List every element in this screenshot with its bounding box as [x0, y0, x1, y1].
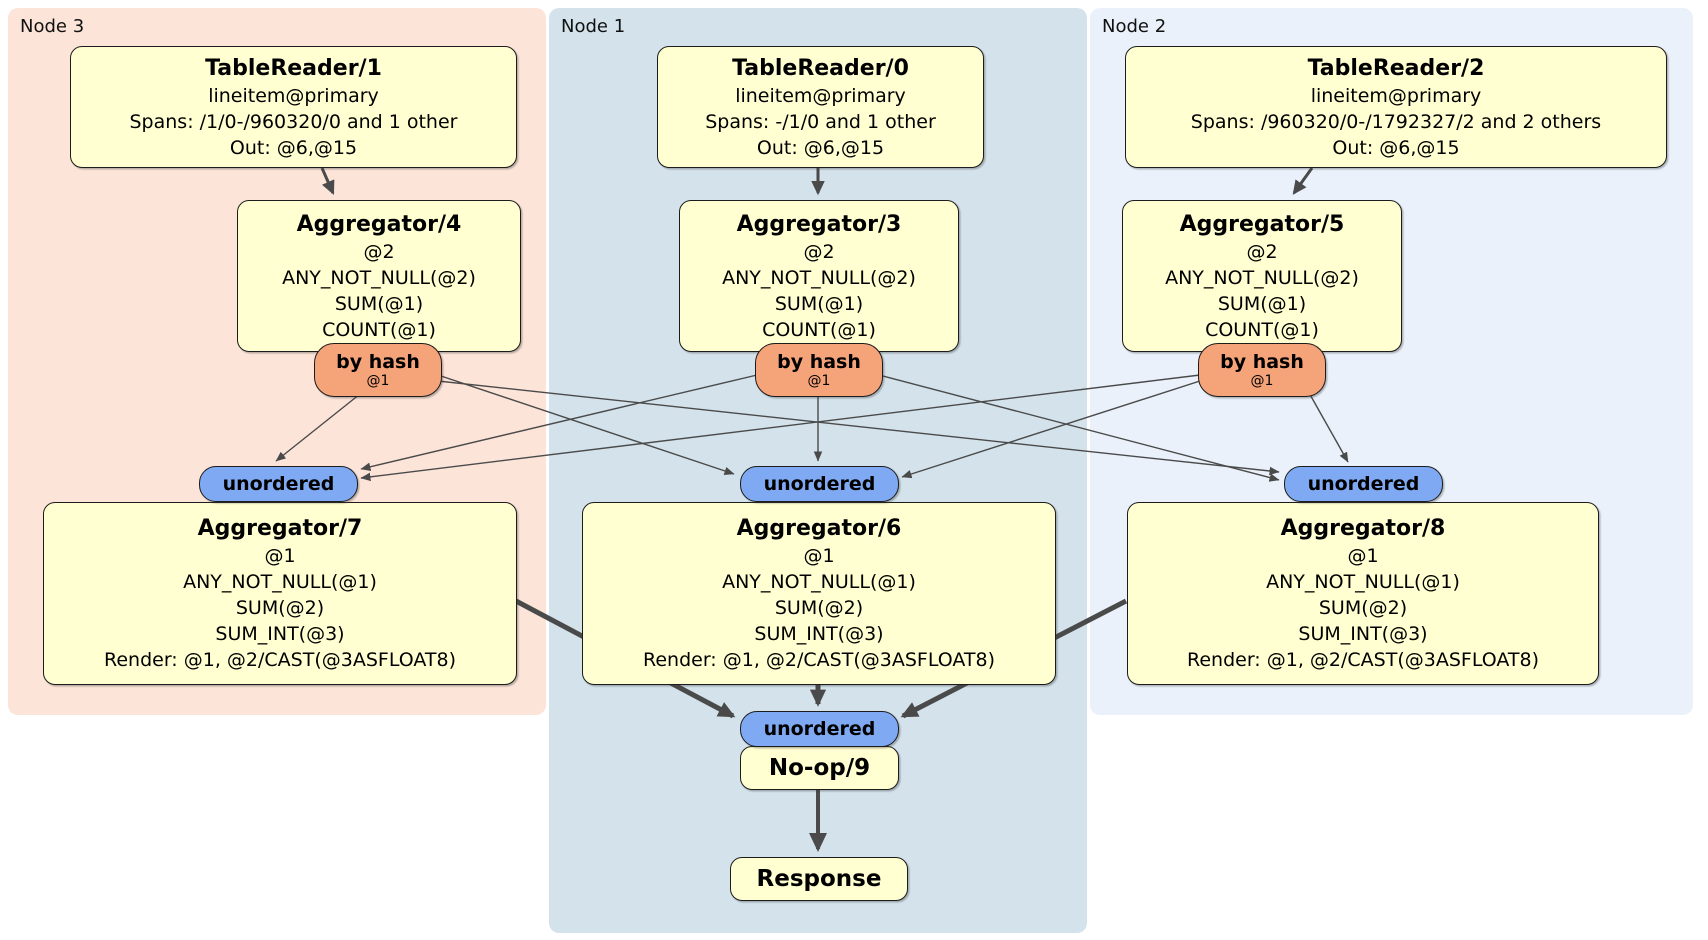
processor-agg-fn: ANY_NOT_NULL(@2) [1165, 266, 1359, 289]
sync-label: unordered [763, 717, 876, 740]
processor-title: TableReader/1 [205, 55, 382, 81]
processor-render-expr: Render: @1, @2/CAST(@3ASFLOAT8) [643, 649, 995, 671]
sync-unordered-aggregator7: unordered [199, 466, 358, 502]
processor-group-cols: @2 [803, 240, 835, 263]
processor-agg-fn: COUNT(@1) [1205, 318, 1319, 341]
processor-agg-fn: ANY_NOT_NULL(@1) [722, 571, 916, 593]
processor-out: Out: @6,@15 [1332, 136, 1460, 159]
processor-agg-fn: ANY_NOT_NULL(@1) [183, 571, 377, 593]
processor-box-tablereader-2: TableReader/2 lineitem@primary Spans: /9… [1125, 46, 1667, 168]
processor-index: lineitem@primary [208, 84, 379, 107]
processor-box-aggregator-7: Aggregator/7 @1 ANY_NOT_NULL(@1) SUM(@2)… [43, 502, 517, 685]
edge-hash4-sync6 [437, 374, 735, 476]
processor-box-response: Response [730, 857, 908, 901]
processor-spans: Spans: /1/0-/960320/0 and 1 other [129, 110, 458, 133]
sync-unordered-aggregator6: unordered [740, 466, 899, 502]
processor-title: Aggregator/7 [197, 516, 363, 541]
processor-spans: Spans: -/1/0 and 1 other [705, 110, 936, 133]
processor-agg-fn: SUM(@1) [1217, 292, 1307, 315]
processor-agg-fn: SUM_INT(@3) [215, 623, 345, 645]
processor-group-cols: @1 [803, 545, 835, 567]
edge-tablereader1-aggregator4 [320, 167, 335, 196]
node-1-label: Node 1 [561, 16, 626, 37]
edge-tablereader2-aggregator5 [1292, 167, 1314, 195]
processor-agg-fn: COUNT(@1) [762, 318, 876, 341]
sync-unordered-aggregator8: unordered [1284, 466, 1443, 502]
processor-title: Response [756, 866, 882, 892]
sync-label: unordered [1307, 472, 1420, 495]
sync-label: unordered [222, 472, 335, 495]
router-label: by hash [336, 350, 420, 373]
processor-agg-fn: ANY_NOT_NULL(@2) [282, 266, 476, 289]
router-by-hash-aggregator5: by hash @1 [1198, 343, 1326, 397]
edge-hash5-sync7 [360, 374, 1201, 482]
processor-agg-fn: ANY_NOT_NULL(@2) [722, 266, 916, 289]
processor-render-expr: Render: @1, @2/CAST(@3ASFLOAT8) [1187, 649, 1539, 671]
processor-agg-fn: ANY_NOT_NULL(@1) [1266, 571, 1460, 593]
processor-title: TableReader/0 [732, 55, 909, 81]
processor-agg-fn: SUM_INT(@3) [1298, 623, 1428, 645]
edge-hash4-sync7 [275, 393, 361, 462]
node-2-label: Node 2 [1102, 16, 1167, 37]
processor-title: No-op/9 [768, 755, 871, 781]
processor-spans: Spans: /960320/0-/1792327/2 and 2 others [1190, 110, 1602, 133]
processor-group-cols: @1 [264, 545, 296, 567]
processor-box-aggregator-6: Aggregator/6 @1 ANY_NOT_NULL(@1) SUM(@2)… [582, 502, 1056, 685]
processor-box-noop-9: No-op/9 [740, 746, 899, 790]
edge-hash4-sync8 [437, 380, 1280, 476]
router-hash-columns: @1 [807, 372, 831, 389]
processor-group-cols: @2 [363, 240, 395, 263]
processor-render-expr: Render: @1, @2/CAST(@3ASFLOAT8) [104, 649, 456, 671]
router-label: by hash [1220, 350, 1304, 373]
edge-hash5-sync6 [901, 380, 1201, 479]
processor-agg-fn: SUM(@2) [774, 597, 864, 619]
processor-title: Aggregator/6 [736, 516, 902, 541]
router-by-hash-aggregator3: by hash @1 [755, 343, 883, 397]
processor-agg-fn: SUM(@2) [1318, 597, 1408, 619]
processor-box-tablereader-0: TableReader/0 lineitem@primary Spans: -/… [657, 46, 984, 168]
processor-agg-fn: SUM_INT(@3) [754, 623, 884, 645]
processor-group-cols: @1 [1347, 545, 1379, 567]
processor-group-cols: @2 [1246, 240, 1278, 263]
processor-title: Aggregator/3 [736, 211, 902, 237]
router-label: by hash [777, 350, 861, 373]
processor-agg-fn: SUM(@2) [235, 597, 325, 619]
processor-box-aggregator-8: Aggregator/8 @1 ANY_NOT_NULL(@1) SUM(@2)… [1127, 502, 1599, 685]
processor-title: Aggregator/5 [1179, 211, 1345, 237]
sync-unordered-noop9: unordered [740, 711, 899, 747]
processor-agg-fn: COUNT(@1) [322, 318, 436, 341]
edge-hash5-sync8 [1307, 390, 1349, 463]
processor-box-aggregator-4: Aggregator/4 @2 ANY_NOT_NULL(@2) SUM(@1)… [237, 200, 521, 352]
node-3-label: Node 3 [20, 16, 85, 37]
router-by-hash-aggregator4: by hash @1 [314, 343, 442, 397]
processor-agg-fn: SUM(@1) [774, 292, 864, 315]
edge-hash3-sync7 [360, 374, 758, 471]
processor-out: Out: @6,@15 [756, 136, 885, 159]
edge-hash3-sync8 [878, 374, 1280, 482]
processor-title: Aggregator/4 [296, 211, 462, 237]
processor-index: lineitem@primary [735, 84, 906, 107]
processor-box-aggregator-5: Aggregator/5 @2 ANY_NOT_NULL(@2) SUM(@1)… [1122, 200, 1402, 352]
router-hash-columns: @1 [366, 372, 390, 389]
processor-box-aggregator-3: Aggregator/3 @2 ANY_NOT_NULL(@2) SUM(@1)… [679, 200, 959, 352]
processor-box-tablereader-1: TableReader/1 lineitem@primary Spans: /1… [70, 46, 517, 168]
processor-title: TableReader/2 [1307, 55, 1485, 81]
router-hash-columns: @1 [1250, 372, 1274, 389]
processor-title: Aggregator/8 [1280, 516, 1446, 541]
processor-agg-fn: SUM(@1) [334, 292, 424, 315]
processor-index: lineitem@primary [1310, 84, 1482, 107]
processor-out: Out: @6,@15 [229, 136, 358, 159]
sync-label: unordered [763, 472, 876, 495]
